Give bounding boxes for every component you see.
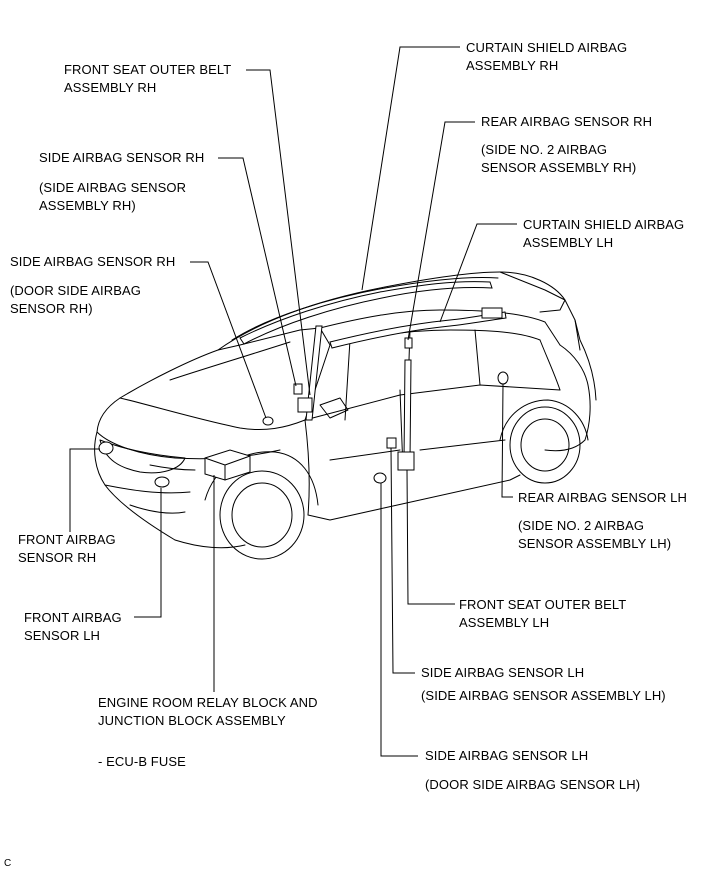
label-front-seat-outer-belt-lh: FRONT SEAT OUTER BELT ASSEMBLY LH — [459, 596, 626, 632]
side-airbag-sensor-lh-part — [386, 437, 397, 449]
vehicle-outline — [94, 271, 597, 560]
label-line: SENSOR RH) — [10, 301, 93, 316]
label-front-airbag-sensor-lh: FRONT AIRBAG SENSOR LH — [24, 609, 122, 645]
rear-airbag-sensor-lh-part — [497, 371, 509, 385]
label-line: CURTAIN SHIELD AIRBAG — [523, 217, 685, 232]
label-line: JUNCTION BLOCK ASSEMBLY — [98, 713, 286, 728]
label-side-airbag-sensor-rh-1-sub: (SIDE AIRBAG SENSOR ASSEMBLY RH) — [39, 179, 186, 215]
label-line: ASSEMBLY RH) — [39, 198, 136, 213]
label-front-seat-outer-belt-rh: FRONT SEAT OUTER BELT ASSEMBLY RH — [64, 61, 231, 97]
label-line: FRONT SEAT OUTER BELT — [459, 597, 627, 612]
label-curtain-shield-airbag-lh: CURTAIN SHIELD AIRBAG ASSEMBLY LH — [523, 216, 684, 252]
label-line: - ECU-B FUSE — [98, 754, 186, 769]
label-line: SIDE AIRBAG SENSOR RH — [10, 254, 176, 269]
label-line: FRONT AIRBAG — [24, 610, 122, 625]
label-rear-airbag-sensor-rh: REAR AIRBAG SENSOR RH — [481, 113, 652, 131]
front-seat-outer-belt-lh — [403, 359, 412, 461]
label-side-airbag-sensor-lh-1-sub: (SIDE AIRBAG SENSOR ASSEMBLY LH) — [421, 687, 666, 705]
label-line: FRONT AIRBAG — [18, 532, 116, 547]
label-line: REAR AIRBAG SENSOR RH — [481, 114, 653, 129]
engine-room-relay-block-part — [204, 449, 251, 481]
label-line: CURTAIN SHIELD AIRBAG — [466, 40, 628, 55]
label-engine-room-relay-block: ENGINE ROOM RELAY BLOCK AND JUNCTION BLO… — [98, 694, 318, 730]
airbag-components — [98, 281, 509, 488]
label-line: SENSOR LH — [24, 628, 101, 643]
label-side-airbag-sensor-rh-1: SIDE AIRBAG SENSOR RH — [39, 149, 204, 167]
label-line: (SIDE AIRBAG SENSOR ASSEMBLY LH) — [421, 688, 666, 703]
label-curtain-shield-airbag-rh: CURTAIN SHIELD AIRBAG ASSEMBLY RH — [466, 39, 627, 75]
label-line: REAR AIRBAG SENSOR LH — [518, 490, 687, 505]
label-line: ASSEMBLY LH — [459, 615, 550, 630]
curtain-lh-bracket — [481, 307, 503, 319]
label-line: SIDE AIRBAG SENSOR LH — [425, 748, 589, 763]
label-side-airbag-sensor-rh-2-sub: (DOOR SIDE AIRBAG SENSOR RH) — [10, 282, 141, 318]
label-side-airbag-sensor-lh-2-sub: (DOOR SIDE AIRBAG SENSOR LH) — [425, 776, 640, 794]
label-line: (DOOR SIDE AIRBAG — [10, 283, 142, 298]
label-line: ASSEMBLY LH — [523, 235, 614, 250]
label-line: ASSEMBLY RH — [466, 58, 559, 73]
front-airbag-sensor-lh-part — [154, 476, 170, 488]
label-side-airbag-sensor-rh-2: SIDE AIRBAG SENSOR RH — [10, 253, 175, 271]
label-line: C — [4, 858, 12, 869]
curtain-shield-airbag-rh — [239, 281, 493, 345]
label-line: SIDE AIRBAG SENSOR RH — [39, 150, 205, 165]
label-line: SIDE AIRBAG SENSOR LH — [421, 665, 585, 680]
front-airbag-sensor-rh-part — [98, 441, 114, 455]
label-rear-airbag-sensor-lh-sub: (SIDE NO. 2 AIRBAG SENSOR ASSEMBLY LH) — [518, 517, 671, 553]
corner-code: C — [4, 858, 11, 870]
label-ecu-b-fuse: - ECU-B FUSE — [98, 753, 186, 771]
label-line: (SIDE NO. 2 AIRBAG — [518, 518, 645, 533]
label-rear-airbag-sensor-lh: REAR AIRBAG SENSOR LH — [518, 489, 687, 507]
curtain-shield-airbag-lh — [329, 311, 507, 349]
label-front-airbag-sensor-rh: FRONT AIRBAG SENSOR RH — [18, 531, 116, 567]
label-rear-airbag-sensor-rh-sub: (SIDE NO. 2 AIRBAG SENSOR ASSEMBLY RH) — [481, 141, 636, 177]
label-line: SENSOR RH — [18, 550, 97, 565]
label-side-airbag-sensor-lh-1: SIDE AIRBAG SENSOR LH — [421, 664, 584, 682]
label-line: (SIDE NO. 2 AIRBAG — [481, 142, 608, 157]
label-line: FRONT SEAT OUTER BELT — [64, 62, 232, 77]
label-line: SENSOR ASSEMBLY LH) — [518, 536, 672, 551]
label-line: ASSEMBLY RH — [64, 80, 157, 95]
side-airbag-sensor-rh-part — [293, 383, 303, 395]
label-line: SENSOR ASSEMBLY RH) — [481, 160, 637, 175]
belt-rh-retractor — [297, 397, 313, 413]
door-side-airbag-sensor-rh-part — [262, 416, 274, 426]
label-side-airbag-sensor-lh-2: SIDE AIRBAG SENSOR LH — [425, 747, 588, 765]
label-line: ENGINE ROOM RELAY BLOCK AND — [98, 695, 318, 710]
label-line: (SIDE AIRBAG SENSOR — [39, 180, 187, 195]
leader-lines — [69, 46, 517, 757]
belt-lh-retractor — [397, 451, 415, 471]
label-line: (DOOR SIDE AIRBAG SENSOR LH) — [425, 777, 641, 792]
door-side-airbag-sensor-lh-part — [373, 472, 387, 484]
